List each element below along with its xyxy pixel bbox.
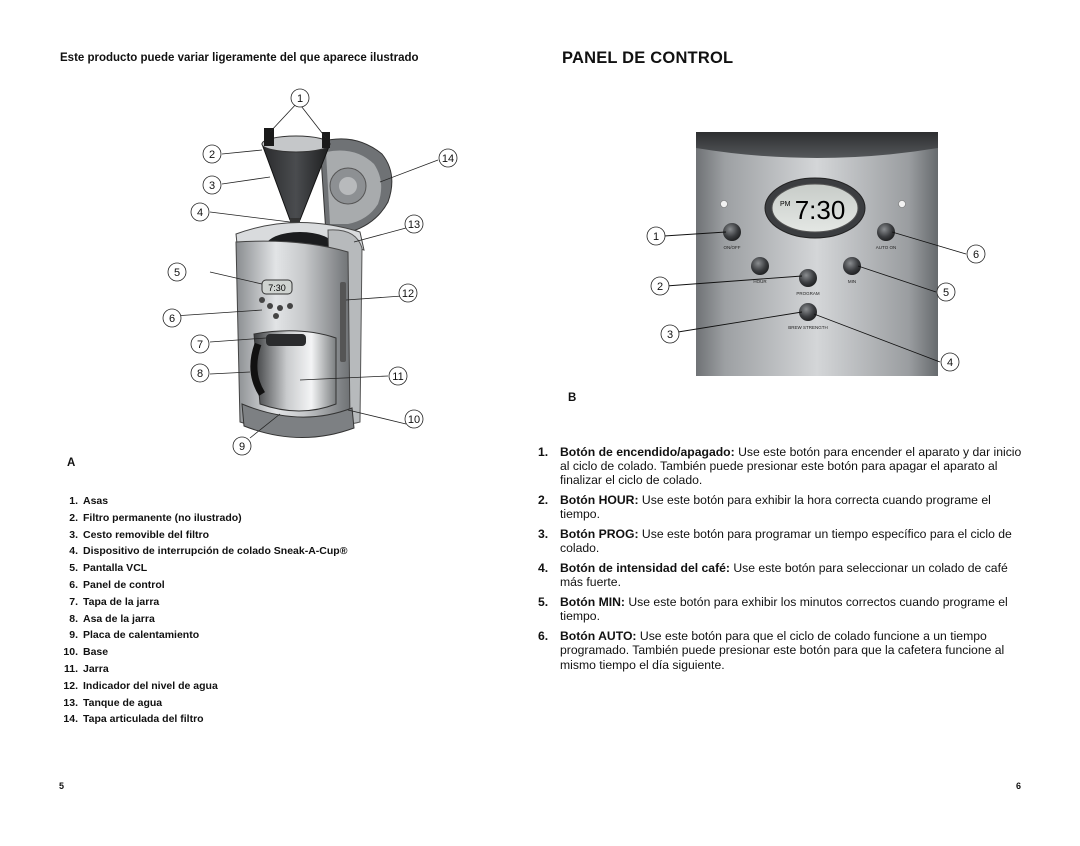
svg-text:HOUR: HOUR — [753, 279, 767, 284]
callout-14: 14 — [438, 148, 458, 168]
button-descriptions-list: 1.Botón de encendido/apagado: Use este b… — [538, 445, 1022, 677]
button-description: 3.Botón PROG: Use este botón para progra… — [538, 527, 1012, 556]
parts-list-item: 8.Asa de la jarra — [69, 612, 155, 625]
coffee-maker-illustration: 7:30 1 2 3 4 5 6 7 8 9 10 11 12 — [162, 88, 458, 456]
svg-text:3: 3 — [667, 329, 673, 341]
callout-7: 7 — [190, 334, 210, 354]
svg-text:13: 13 — [408, 219, 420, 231]
button-description: 2.Botón HOUR: Use este botón para exhibi… — [538, 493, 991, 522]
callout-10: 10 — [404, 409, 424, 429]
panel-callout-4: 4 — [940, 352, 960, 372]
mini-display-time: 7:30 — [268, 283, 286, 293]
svg-text:2: 2 — [657, 281, 663, 293]
parts-list-item: 4.Dispositivo de interrupción de colado … — [69, 545, 348, 558]
parts-list-item: 6.Panel de control — [69, 578, 165, 591]
svg-text:5: 5 — [943, 287, 949, 299]
button-description: 5.Botón MIN: Use este botón para exhibir… — [538, 595, 1008, 624]
parts-list-item: 11.Jarra — [63, 662, 109, 675]
svg-text:ON/OFF: ON/OFF — [724, 245, 741, 250]
svg-text:4: 4 — [947, 357, 953, 369]
callout-5: 5 — [167, 262, 187, 282]
panel-callout-6: 6 — [966, 244, 986, 264]
callout-6: 6 — [162, 308, 182, 328]
parts-list-item: 12.Indicador del nivel de agua — [63, 679, 218, 692]
parts-list-item: 2.Filtro permanente (no ilustrado) — [69, 511, 242, 524]
svg-text:4: 4 — [197, 207, 203, 219]
svg-text:14: 14 — [442, 153, 454, 165]
panel-callout-2: 2 — [650, 276, 670, 296]
figure-label-b: B — [568, 392, 577, 404]
svg-text:BREW STRENGTH: BREW STRENGTH — [788, 325, 828, 330]
svg-text:AUTO ON: AUTO ON — [876, 245, 896, 250]
display-time: 7:30 — [795, 195, 846, 225]
svg-text:5: 5 — [174, 267, 180, 279]
parts-list: 1.Asas 2.Filtro permanente (no ilustrado… — [60, 494, 400, 729]
parts-list-item: 9.Placa de calentamiento — [69, 629, 200, 642]
parts-list-item: 7.Tapa de la jarra — [69, 595, 160, 608]
svg-text:12: 12 — [402, 288, 414, 300]
parts-list-item: 10.Base — [63, 646, 109, 659]
figure-label-a: A — [67, 457, 76, 469]
svg-text:6: 6 — [973, 249, 979, 261]
panel-callout-3: 3 — [660, 324, 680, 344]
callout-2: 2 — [202, 144, 222, 164]
callout-11: 11 — [388, 366, 408, 386]
svg-text:3: 3 — [209, 180, 215, 192]
left-page-heading: Este producto puede variar ligeramente d… — [60, 52, 419, 64]
callout-4: 4 — [190, 202, 210, 222]
right-page-heading: PANEL DE CONTROL — [562, 49, 734, 67]
svg-text:PROGRAM: PROGRAM — [796, 291, 820, 296]
svg-text:2: 2 — [209, 149, 215, 161]
callout-13: 13 — [404, 214, 424, 234]
svg-text:1: 1 — [297, 93, 303, 105]
callout-8: 8 — [190, 363, 210, 383]
page-number-left: 5 — [59, 781, 65, 791]
svg-text:MIN: MIN — [848, 279, 856, 284]
button-description: 6.Botón AUTO: Use este botón para que el… — [538, 629, 1005, 672]
parts-list-item: 13.Tanque de agua — [63, 696, 163, 709]
callout-12: 12 — [398, 283, 418, 303]
panel-callout-1: 1 — [646, 226, 666, 246]
brew-strength-button[interactable]: BREW STRENGTH — [788, 303, 828, 330]
auto-on-button[interactable]: AUTO ON — [876, 223, 896, 250]
hour-button[interactable]: HOUR — [751, 257, 769, 284]
parts-list-item: 3.Cesto removible del filtro — [69, 528, 210, 541]
svg-text:9: 9 — [239, 441, 245, 453]
svg-text:11: 11 — [392, 371, 403, 383]
button-description: 1.Botón de encendido/apagado: Use este b… — [538, 445, 1022, 488]
min-button[interactable]: MIN — [843, 257, 861, 284]
svg-text:1: 1 — [653, 231, 659, 243]
display-pm: PM — [780, 201, 791, 208]
control-panel-illustration: PM 7:30 ON/OFF AUTO ON HOUR PROGRAM MIN … — [646, 132, 986, 376]
on-off-button[interactable]: ON/OFF — [723, 223, 741, 250]
svg-text:7: 7 — [197, 339, 203, 351]
callout-3: 3 — [202, 175, 222, 195]
button-description: 4.Botón de intensidad del café: Use este… — [538, 561, 1008, 590]
parts-list-item: 5.Pantalla VCL — [69, 562, 148, 575]
program-button[interactable]: PROGRAM — [796, 269, 820, 296]
parts-list-item: 1.Asas — [69, 495, 109, 507]
callout-9: 9 — [232, 436, 252, 456]
parts-list-item: 14.Tapa articulada del filtro — [63, 713, 204, 726]
callout-1: 1 — [290, 88, 310, 108]
page-number-right: 6 — [1016, 781, 1022, 791]
panel-callout-5: 5 — [936, 282, 956, 302]
svg-text:6: 6 — [169, 313, 175, 325]
svg-text:10: 10 — [408, 414, 420, 426]
svg-text:8: 8 — [197, 368, 203, 380]
